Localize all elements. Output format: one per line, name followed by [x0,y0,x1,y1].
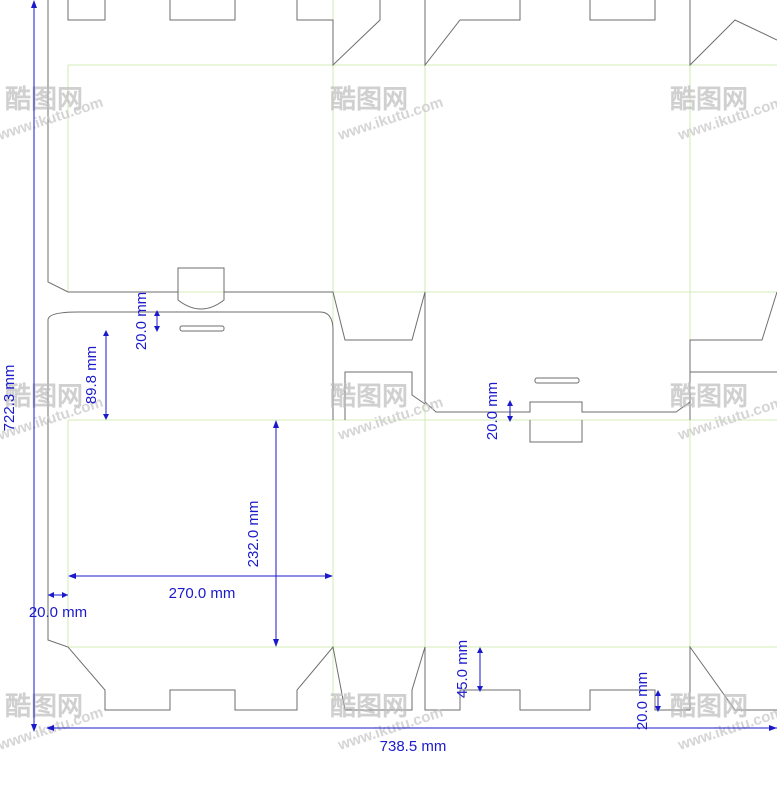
dimension-total-height: 722.3 mm [1,0,37,732]
dimension-lid-depth: 89.8 mm [83,330,109,420]
dimension-center-tab: 20.0 mm [484,382,513,440]
watermark-logo: 酷图网 [5,85,83,115]
total-height-label: 722.3 mm [1,365,18,432]
dimension-total-width: 738.5 mm [46,725,777,755]
watermark-logo: 酷图网 [330,85,408,115]
dimension-top-tuck: 20.0 mm [133,292,160,350]
panel-width-label: 270.0 mm [169,585,236,602]
watermark-logo: 酷图网 [330,692,408,722]
dimension-bottom-tab: 20.0 mm [634,672,661,730]
dimension-panel-height: 232.0 mm [245,420,279,647]
watermark-logo: 酷图网 [5,692,83,722]
watermark-logo: 酷图网 [670,382,748,412]
bottom-tab-label: 20.0 mm [634,672,651,730]
bottom-flap-label: 45.0 mm [454,640,471,698]
panel-height-label: 232.0 mm [245,501,262,568]
dimension-glue-flap: 20.0 mm [29,592,87,621]
dimension-panel-width: 270.0 mm [68,573,333,602]
glue-flap-label: 20.0 mm [29,604,87,621]
top-tuck-label: 20.0 mm [133,292,150,350]
watermark-logo: 酷图网 [330,382,408,412]
lid-depth-label: 89.8 mm [83,346,100,404]
cut-lines [47,0,777,711]
watermark-logo: 酷图网 [670,85,748,115]
total-width-label: 738.5 mm [380,738,447,755]
dimension-bottom-flap: 45.0 mm [454,640,483,698]
center-tab-label: 20.0 mm [484,382,501,440]
watermark-logo: 酷图网 [670,692,748,722]
watermarks: 酷图网 www.ikutu.com 酷图网 www.ikutu.com 酷图网 … [0,85,777,754]
watermark-logo: 酷图网 [5,382,83,412]
